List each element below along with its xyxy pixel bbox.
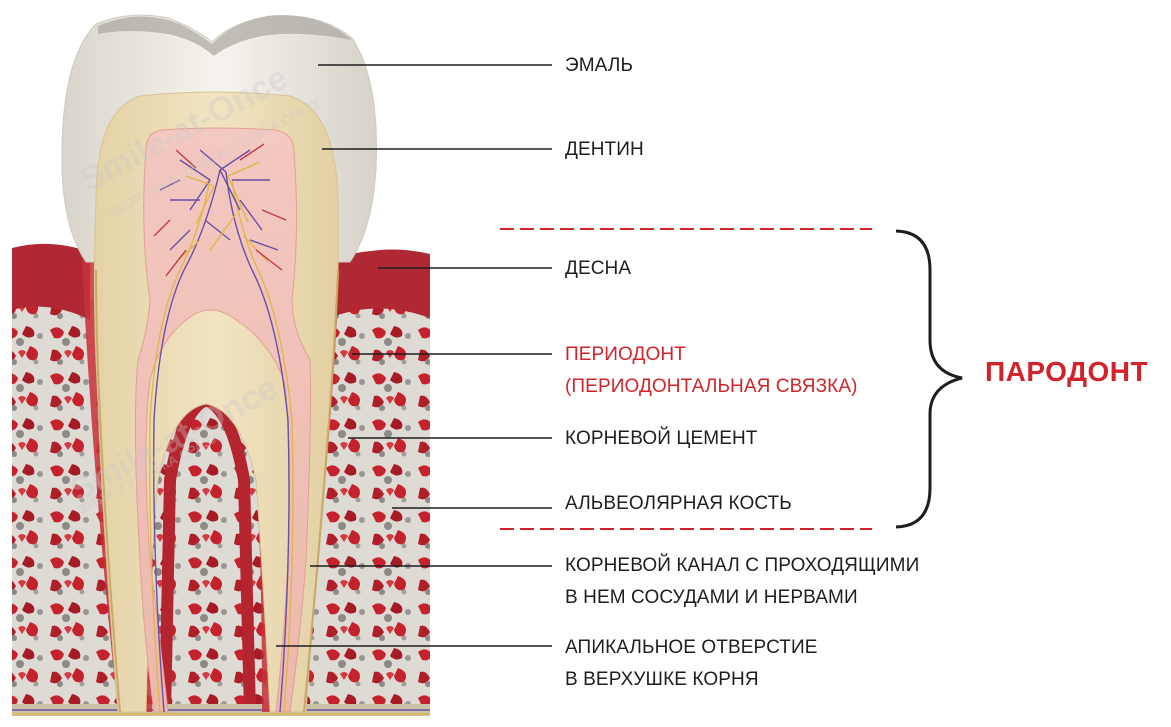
label-periodontium-note: (ПЕРИОДОНТАЛЬНАЯ СВЯЗКА) [565, 373, 858, 400]
label-apical-2: В ВЕРХУШКЕ КОРНЯ [565, 666, 759, 693]
label-dentin: ДЕНТИН [565, 136, 644, 163]
group-brace [896, 231, 962, 527]
label-cementum: КОРНЕВОЙ ЦЕМЕНТ [565, 425, 758, 452]
label-alveolar-bone: АЛЬВЕОЛЯРНАЯ КОСТЬ [565, 490, 792, 517]
label-enamel: ЭМАЛЬ [565, 52, 633, 79]
label-periodontium: ПЕРИОДОНТ [565, 341, 686, 368]
label-gum: ДЕСНА [565, 255, 631, 282]
label-root-canal-2: В НЕМ СОСУДАМИ И НЕРВАМИ [565, 584, 858, 611]
label-apical-1: АПИКАЛЬНОЕ ОТВЕРСТИЕ [565, 634, 818, 661]
group-label-periodontium: ПАРОДОНТ [985, 356, 1148, 388]
label-root-canal-1: КОРНЕВОЙ КАНАЛ С ПРОХОДЯЩИМИ [565, 552, 919, 579]
